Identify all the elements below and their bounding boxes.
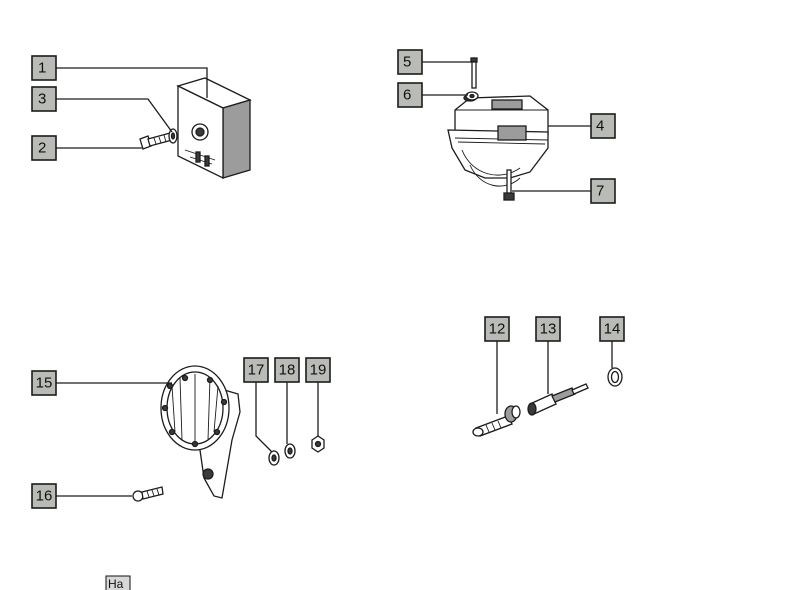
callout-13: 13 xyxy=(535,316,561,342)
callout-12: 12 xyxy=(484,316,510,342)
callout-4: 4 xyxy=(590,113,616,139)
callout-16: 16 xyxy=(31,483,57,509)
screw-part-7 xyxy=(503,169,515,201)
corner-stamp: Ha xyxy=(105,575,131,590)
leader-lines xyxy=(56,61,613,497)
callout-2: 2 xyxy=(31,135,57,161)
callout-7-label: 7 xyxy=(596,183,604,200)
callout-1-label: 1 xyxy=(38,60,46,77)
washer-part-18 xyxy=(284,443,296,459)
o-ring-part-14 xyxy=(607,367,623,387)
washer-part-17 xyxy=(268,450,280,466)
callout-5-label: 5 xyxy=(403,54,411,71)
horn-part-15 xyxy=(160,365,241,499)
callout-7: 7 xyxy=(590,178,616,204)
regulator-box-part xyxy=(176,77,252,180)
callout-2-label: 2 xyxy=(38,140,46,157)
callout-6-label: 6 xyxy=(403,87,411,104)
shaft-part-13 xyxy=(527,383,589,416)
callout-19-label: 19 xyxy=(310,362,327,379)
callout-6: 6 xyxy=(397,82,423,108)
callout-14-label: 14 xyxy=(604,321,621,338)
washer-part-6 xyxy=(465,91,479,101)
callout-18-label: 18 xyxy=(279,362,296,379)
callout-15: 15 xyxy=(31,370,57,396)
bolt-part-2 xyxy=(139,132,173,150)
callout-14: 14 xyxy=(599,316,625,342)
shaft-part-12 xyxy=(472,405,521,437)
callout-5: 5 xyxy=(397,49,423,75)
nut-part-19 xyxy=(311,435,325,453)
callout-19: 19 xyxy=(305,357,331,383)
bolt-part-16 xyxy=(132,486,164,502)
callout-3: 3 xyxy=(31,86,57,112)
callout-15-label: 15 xyxy=(36,375,53,392)
screw-part-5 xyxy=(470,57,478,89)
callout-17: 17 xyxy=(243,357,269,383)
callout-16-label: 16 xyxy=(36,488,53,505)
callout-18: 18 xyxy=(274,357,300,383)
corner-stamp-label: Ha xyxy=(108,577,124,590)
washer-part-3 xyxy=(168,128,178,144)
callout-4-label: 4 xyxy=(596,118,604,135)
handlebar-switch-part xyxy=(447,94,549,187)
callout-1: 1 xyxy=(31,55,57,81)
callout-13-label: 13 xyxy=(540,321,557,338)
callout-12-label: 12 xyxy=(489,321,506,338)
callout-3-label: 3 xyxy=(38,91,46,108)
callout-17-label: 17 xyxy=(248,362,265,379)
